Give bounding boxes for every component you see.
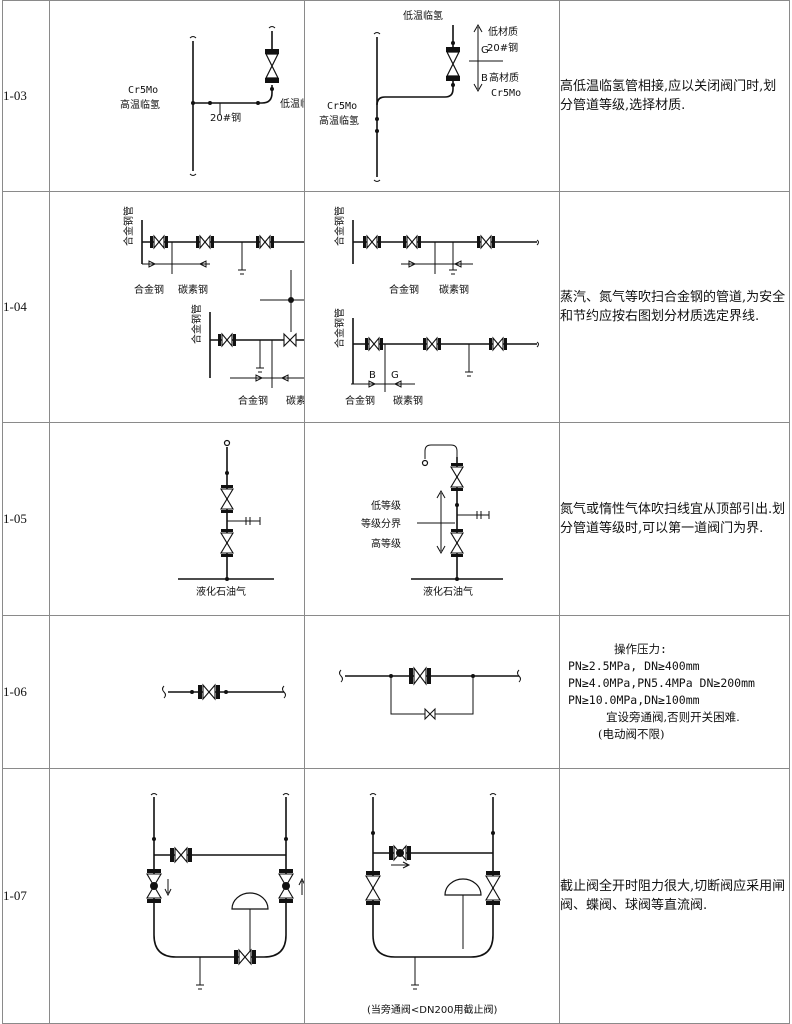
label-carbon-steel2: 碳素钢	[393, 394, 423, 407]
label-high-material: 高材质	[489, 71, 519, 84]
label-carbon-steel: 碳素钢	[178, 283, 208, 296]
diagram-1-03-left: Cr5Mo 高温临氢 20#钢 低温临氢	[120, 26, 304, 176]
table-row: 1-07	[2, 768, 790, 1024]
valve-icon	[389, 844, 411, 862]
valve-icon	[477, 234, 495, 250]
label-alloy-steel: 合金钢	[389, 283, 419, 296]
row-code: 1-06	[2, 615, 50, 769]
label-alloy-pipe: 合金钢管	[333, 206, 346, 246]
note-line: (电动阀不限)	[598, 727, 665, 741]
label-alloy-pipe2: 合金钢管	[190, 304, 203, 344]
label-high-grade: 高等级	[371, 537, 401, 550]
label-alloy-steel: 合金钢	[134, 283, 164, 296]
note-1-04: 蒸汽、氮气等吹扫合金钢的管道,为安全和节约应按右图划分材质选定界线.	[559, 191, 790, 423]
label-high-temp-h2: 高温临氢	[319, 114, 359, 127]
diagram-1-04-right: 合金钢管 合金钢 碳素钢	[333, 206, 539, 407]
valve-icon	[489, 336, 507, 352]
label-low-grade: 低等级	[371, 499, 401, 512]
note-1-06: 操作压力: PN≥2.5MPa, DN≥400mm PN≥4.0MPa,PN5.…	[559, 615, 790, 769]
label-alloy-steel2: 合金钢	[345, 394, 375, 407]
figure-right-1-05: 低等级 等级分界 高等级 液化石油气	[304, 422, 560, 616]
valve-icon	[218, 332, 236, 348]
mark-b: B	[369, 370, 376, 381]
label-low-material: 低材质	[488, 25, 518, 38]
label-low-temp-h2: 低温临氢	[280, 97, 304, 110]
label-alloy2: Cr5Mo	[491, 88, 521, 99]
label-alloy: Cr5Mo	[128, 85, 158, 96]
note-line: 操作压力:	[614, 642, 667, 656]
figure-right-1-04: 合金钢管 合金钢 碳素钢	[304, 191, 560, 423]
valve-icon	[146, 869, 162, 903]
label-alloy-pipe: 合金钢管	[122, 206, 135, 246]
note-1-07: 截止阀全开时阻力很大,切断阀应采用闸阀、蝶阀、球阀等直流阀.	[559, 768, 790, 1024]
figure-left-1-06	[49, 615, 305, 769]
diagram-1-03-right: 低温临氢 低材质 20#钢 G B 高材质 Cr5M	[319, 9, 521, 182]
valve-icon	[403, 234, 421, 250]
mark-b: B	[481, 73, 488, 84]
label-lpg: 液化石油气	[423, 585, 473, 598]
caption-bypass: (当旁通阀<DN200用截止阀)	[367, 1003, 498, 1016]
diagram-1-07-right: (当旁通阀<DN200用截止阀)	[365, 793, 501, 1016]
diagram-1-07-left	[146, 793, 304, 990]
row-code: 1-03	[2, 0, 50, 192]
valve-icon	[365, 336, 383, 352]
diagram-1-05-right: 低等级 等级分界 高等级 液化石油气	[361, 444, 503, 598]
diagram-1-06-left	[162, 683, 286, 701]
diagram-1-04-left: 合金钢管 合金钢 碳素钢 合金钢管 合金钢	[122, 206, 304, 407]
label-carbon-steel2: 碳素钢	[286, 394, 304, 407]
valve-icon	[365, 871, 381, 905]
label-lpg: 液化石油气	[196, 585, 246, 598]
valve-icon	[450, 529, 464, 557]
note-line: 宜设旁通阀,否则开关困难.	[606, 710, 740, 724]
label-steel: 20#钢	[210, 111, 241, 124]
figure-left-1-05: 液化石油气	[49, 422, 305, 616]
note-line: PN≥2.5MPa, DN≥400mm	[568, 659, 700, 673]
valve-icon	[170, 846, 192, 864]
mark-g: G	[481, 45, 489, 56]
diagram-1-06-right	[339, 666, 521, 721]
note-1-03: 高低温临氢管相接,应以关闭阀门时,划分管道等级,选择材质.	[559, 0, 790, 192]
row-code: 1-05	[2, 422, 50, 616]
table-row: 1-06	[2, 615, 790, 769]
figure-right-1-03: 低温临氢 低材质 20#钢 G B 高材质 Cr5M	[304, 0, 560, 192]
valve-icon	[198, 683, 220, 701]
valve-icon	[409, 666, 431, 686]
table-row: 1-03 Cr5Mo 高温临氢 20#钢 低温临氢	[2, 0, 790, 192]
label-boundary: 等级分界	[361, 517, 401, 530]
label-alloy-pipe2: 合金钢管	[333, 308, 346, 348]
row-code: 1-04	[2, 191, 50, 423]
row-code: 1-07	[2, 768, 50, 1024]
valve-icon	[256, 234, 274, 250]
figure-left-1-03: Cr5Mo 高温临氢 20#钢 低温临氢	[49, 0, 305, 192]
label-low-temp-h2: 低温临氢	[403, 9, 443, 22]
note-line: PN≥4.0MPa,PN5.4MPa DN≥200mm	[568, 676, 755, 690]
label-high-temp-h2: 高温临氢	[120, 98, 160, 111]
label-alloy: Cr5Mo	[327, 101, 357, 112]
valve-icon	[220, 485, 234, 513]
label-steel: 20#钢	[487, 41, 518, 54]
valve-icon	[234, 948, 256, 966]
valve-icon	[196, 234, 214, 250]
note-1-05: 氮气或惰性气体吹扫线宜从顶部引出.划分管道等级时,可以第一道阀门为界.	[559, 422, 790, 616]
label-carbon-steel: 碳素钢	[439, 283, 469, 296]
diagram-1-05-left: 液化石油气	[178, 439, 274, 598]
valve-icon	[423, 336, 441, 352]
mark-g: G	[391, 370, 399, 381]
table-row: 1-04	[2, 191, 790, 423]
note-line: PN≥10.0MPa,DN≥100mm	[568, 693, 700, 707]
valve-icon	[450, 463, 464, 491]
figure-left-1-04: 合金钢管 合金钢 碳素钢 合金钢管 合金钢	[49, 191, 305, 423]
label-alloy-steel2: 合金钢	[238, 394, 268, 407]
figure-left-1-07	[49, 768, 305, 1024]
figure-right-1-07: (当旁通阀<DN200用截止阀)	[304, 768, 560, 1024]
valve-icon	[278, 869, 294, 903]
table-row: 1-05 液化石油气	[2, 422, 790, 616]
valve-icon	[220, 529, 234, 557]
valve-icon	[485, 871, 501, 905]
valve-icon	[150, 234, 168, 250]
figure-right-1-06	[304, 615, 560, 769]
valve-icon	[363, 234, 381, 250]
